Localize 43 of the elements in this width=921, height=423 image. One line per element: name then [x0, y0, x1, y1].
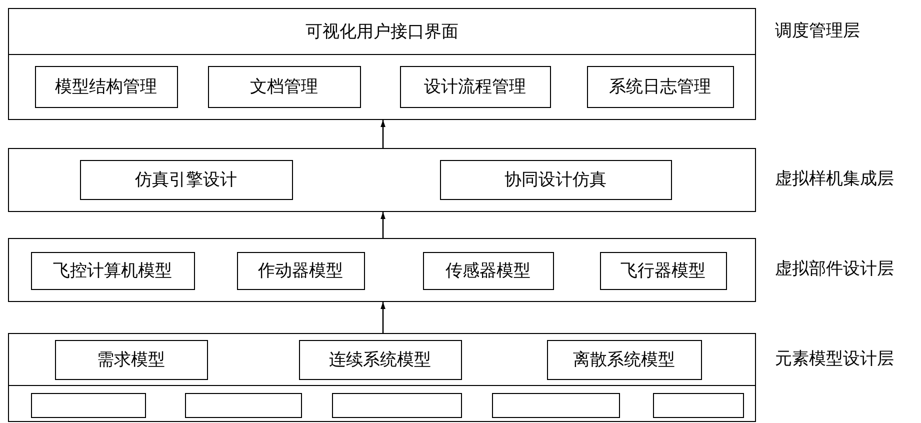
empty-box [492, 392, 620, 418]
module-label: 传感器模型 [444, 260, 532, 282]
empty-box [30, 392, 146, 418]
module-label: 文档管理 [249, 76, 320, 98]
module-label: 需求模型 [96, 348, 166, 371]
layer-label: 元素模型设计层 [775, 348, 894, 370]
module-box [546, 340, 702, 380]
module-box [298, 340, 462, 380]
module-box [80, 160, 293, 200]
module-box [600, 252, 727, 290]
module-label: 系统日志管理 [608, 76, 712, 98]
module-box [400, 66, 551, 108]
module-label: 离散系统模型 [572, 348, 676, 371]
layer-label: 调度管理层 [775, 20, 860, 42]
module-box [236, 252, 365, 290]
module-label: 连续系统模型 [328, 348, 432, 371]
empty-box [184, 392, 302, 418]
module-label: 模型结构管理 [54, 76, 158, 98]
module-box [586, 66, 734, 108]
layer-panel [8, 8, 756, 120]
module-label: 飞控计算机模型 [52, 260, 174, 282]
arrow [380, 120, 386, 148]
module-label: 设计流程管理 [423, 76, 528, 98]
module-box [54, 340, 208, 380]
module-box [422, 252, 554, 290]
layer-panel [8, 238, 756, 302]
layer-panel [8, 148, 756, 212]
empty-box [332, 392, 462, 418]
module-label: 飞行器模型 [620, 260, 707, 282]
module-label: 仿真引擎设计 [134, 168, 238, 191]
layer-panel [8, 333, 756, 422]
layer-label: 虚拟样机集成层 [775, 168, 894, 190]
arrow [380, 302, 386, 333]
module-box [208, 66, 361, 108]
arrow [380, 212, 386, 238]
layer-label: 虚拟部件设计层 [775, 258, 894, 280]
layer-heading: 可视化用户接口界面 [304, 20, 460, 42]
empty-box [652, 392, 744, 418]
module-box [30, 252, 195, 290]
module-label: 协同设计仿真 [504, 168, 608, 191]
module-label: 作动器模型 [257, 260, 344, 282]
module-box [440, 160, 672, 200]
module-box [34, 66, 178, 108]
